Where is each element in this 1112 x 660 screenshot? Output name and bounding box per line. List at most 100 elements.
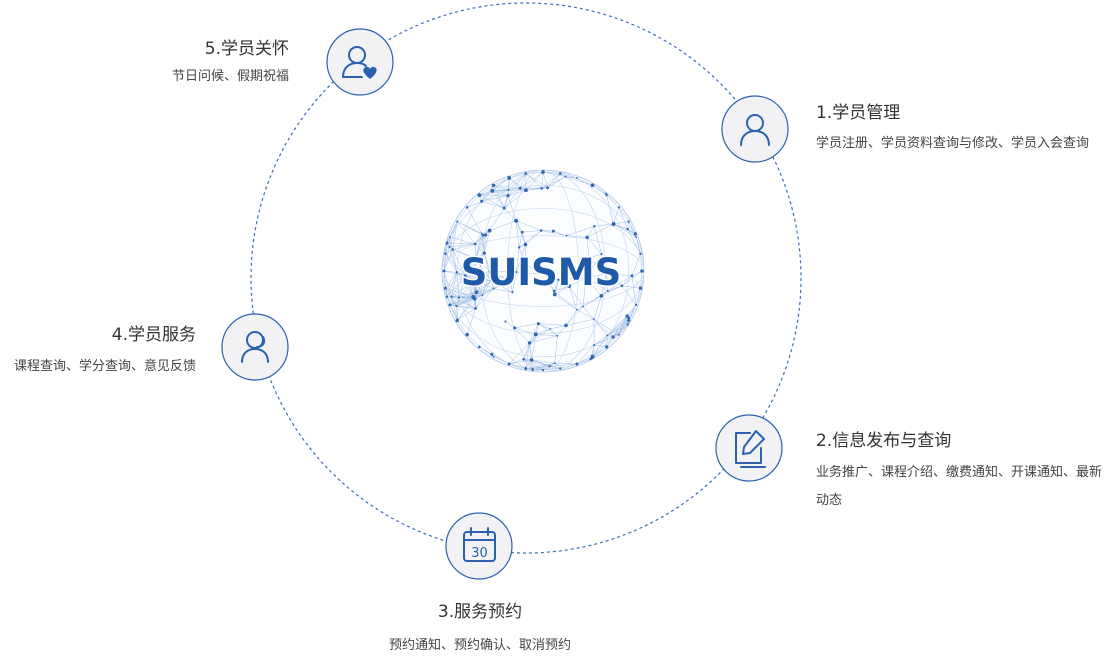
globe-node xyxy=(627,319,630,322)
globe-node xyxy=(478,346,481,349)
feature-3-title: 3.服务预约 xyxy=(330,597,630,622)
globe-node xyxy=(626,228,628,230)
globe-node xyxy=(627,316,630,319)
globe-node xyxy=(576,309,578,311)
globe-node xyxy=(631,274,634,277)
globe-node xyxy=(540,187,543,190)
globe-node xyxy=(585,236,588,239)
globe-node xyxy=(575,362,578,365)
globe-node xyxy=(635,236,637,238)
globe-node xyxy=(540,229,543,232)
globe-node xyxy=(482,294,484,296)
globe-node xyxy=(503,207,506,210)
globe-node xyxy=(490,189,494,193)
globe-node xyxy=(528,341,531,344)
globe-node xyxy=(537,322,540,325)
globe-node xyxy=(445,241,449,245)
feature-3-label: 3.服务预约 预约通知、预约确认、取消预约 xyxy=(330,597,630,660)
globe-node xyxy=(446,296,448,298)
feature-1-desc: 学员注册、学员资料查询与修改、学员入会查询 xyxy=(816,130,1089,158)
feature-3-icon-badge[interactable]: 30 xyxy=(446,513,512,579)
globe-node xyxy=(507,194,510,197)
globe-node xyxy=(518,246,520,248)
feature-3-desc: 预约通知、预约确认、取消预约 xyxy=(330,632,630,660)
globe-node xyxy=(566,235,568,237)
globe-node xyxy=(635,304,637,306)
globe-node xyxy=(507,176,511,180)
globe-node xyxy=(618,334,620,336)
globe-node xyxy=(449,303,452,306)
globe-node xyxy=(605,194,607,196)
globe-node xyxy=(605,345,608,348)
globe-node xyxy=(504,321,506,323)
feature-2-icon-badge[interactable] xyxy=(716,415,782,481)
feature-1-label: 1.学员管理 学员注册、学员资料查询与修改、学员入会查询 xyxy=(816,98,1089,158)
globe-node xyxy=(493,356,495,358)
feature-1-icon-badge[interactable] xyxy=(722,96,788,162)
globe-node xyxy=(639,287,642,290)
globe-node xyxy=(490,353,493,356)
globe-node xyxy=(554,362,556,364)
globe-node xyxy=(513,326,516,329)
globe-node xyxy=(626,314,629,317)
globe-node xyxy=(444,253,447,256)
feature-1-title: 1.学员管理 xyxy=(816,98,1089,123)
globe-node xyxy=(458,296,460,298)
globe-node xyxy=(524,188,528,192)
globe-node xyxy=(531,368,534,371)
globe-node xyxy=(474,307,477,310)
globe-node xyxy=(488,229,492,233)
globe-node xyxy=(507,189,509,191)
globe-node xyxy=(492,184,495,187)
globe-node xyxy=(593,318,595,320)
globe-node xyxy=(639,253,641,255)
globe-node xyxy=(444,287,447,290)
globe-node xyxy=(576,177,578,179)
globe-node xyxy=(474,243,477,246)
globe-node xyxy=(593,225,595,227)
globe-node xyxy=(612,222,616,226)
feature-2-label: 2.信息发布与查询 业务推广、课程介绍、缴费通知、开课通知、最新动态 xyxy=(816,426,1106,515)
globe-node xyxy=(564,324,568,328)
globe-node xyxy=(542,369,544,371)
globe-node xyxy=(565,176,567,178)
globe-node xyxy=(618,206,620,208)
globe-node xyxy=(628,220,630,222)
globe-node xyxy=(477,193,481,197)
globe-node xyxy=(448,246,450,248)
globe-node xyxy=(456,319,459,322)
feature-4-icon-badge[interactable] xyxy=(222,314,288,380)
feature-5-label: 5.学员关怀 节日问候、假期祝福 xyxy=(172,34,289,91)
globe-node xyxy=(442,269,445,272)
globe-node xyxy=(519,187,522,190)
feature-4-desc: 课程查询、学分查询、意见反馈 xyxy=(14,353,196,381)
globe-node xyxy=(549,365,551,367)
globe-node xyxy=(455,305,457,307)
feature-2-title: 2.信息发布与查询 xyxy=(816,426,1106,451)
globe-node xyxy=(640,269,644,273)
globe-node xyxy=(606,335,608,337)
globe-node xyxy=(466,206,469,209)
feature-5-desc: 节日问候、假期祝福 xyxy=(172,63,289,91)
globe-node xyxy=(514,219,518,223)
globe-node xyxy=(481,233,483,235)
globe-node xyxy=(480,200,483,203)
feature-5-icon-badge[interactable] xyxy=(327,29,393,95)
feature-2-desc: 业务推广、课程介绍、缴费通知、开课通知、最新动态 xyxy=(816,459,1106,515)
globe-node xyxy=(451,248,454,251)
globe-node xyxy=(559,367,561,369)
globe-node xyxy=(541,170,545,174)
globe-node xyxy=(549,328,551,330)
feature-4-title: 4.学员服务 xyxy=(14,320,196,345)
globe-node xyxy=(521,231,524,234)
calendar-day-text: 30 xyxy=(471,546,488,561)
feature-5-title: 5.学员关怀 xyxy=(172,34,289,59)
globe-node xyxy=(508,363,511,366)
globe-node xyxy=(600,294,604,298)
feature-4-label: 4.学员服务 课程查询、学分查询、意见反馈 xyxy=(14,320,196,381)
globe-node xyxy=(552,230,555,233)
globe-node xyxy=(482,234,485,237)
globe-node xyxy=(593,344,595,346)
globe-node xyxy=(465,333,469,337)
